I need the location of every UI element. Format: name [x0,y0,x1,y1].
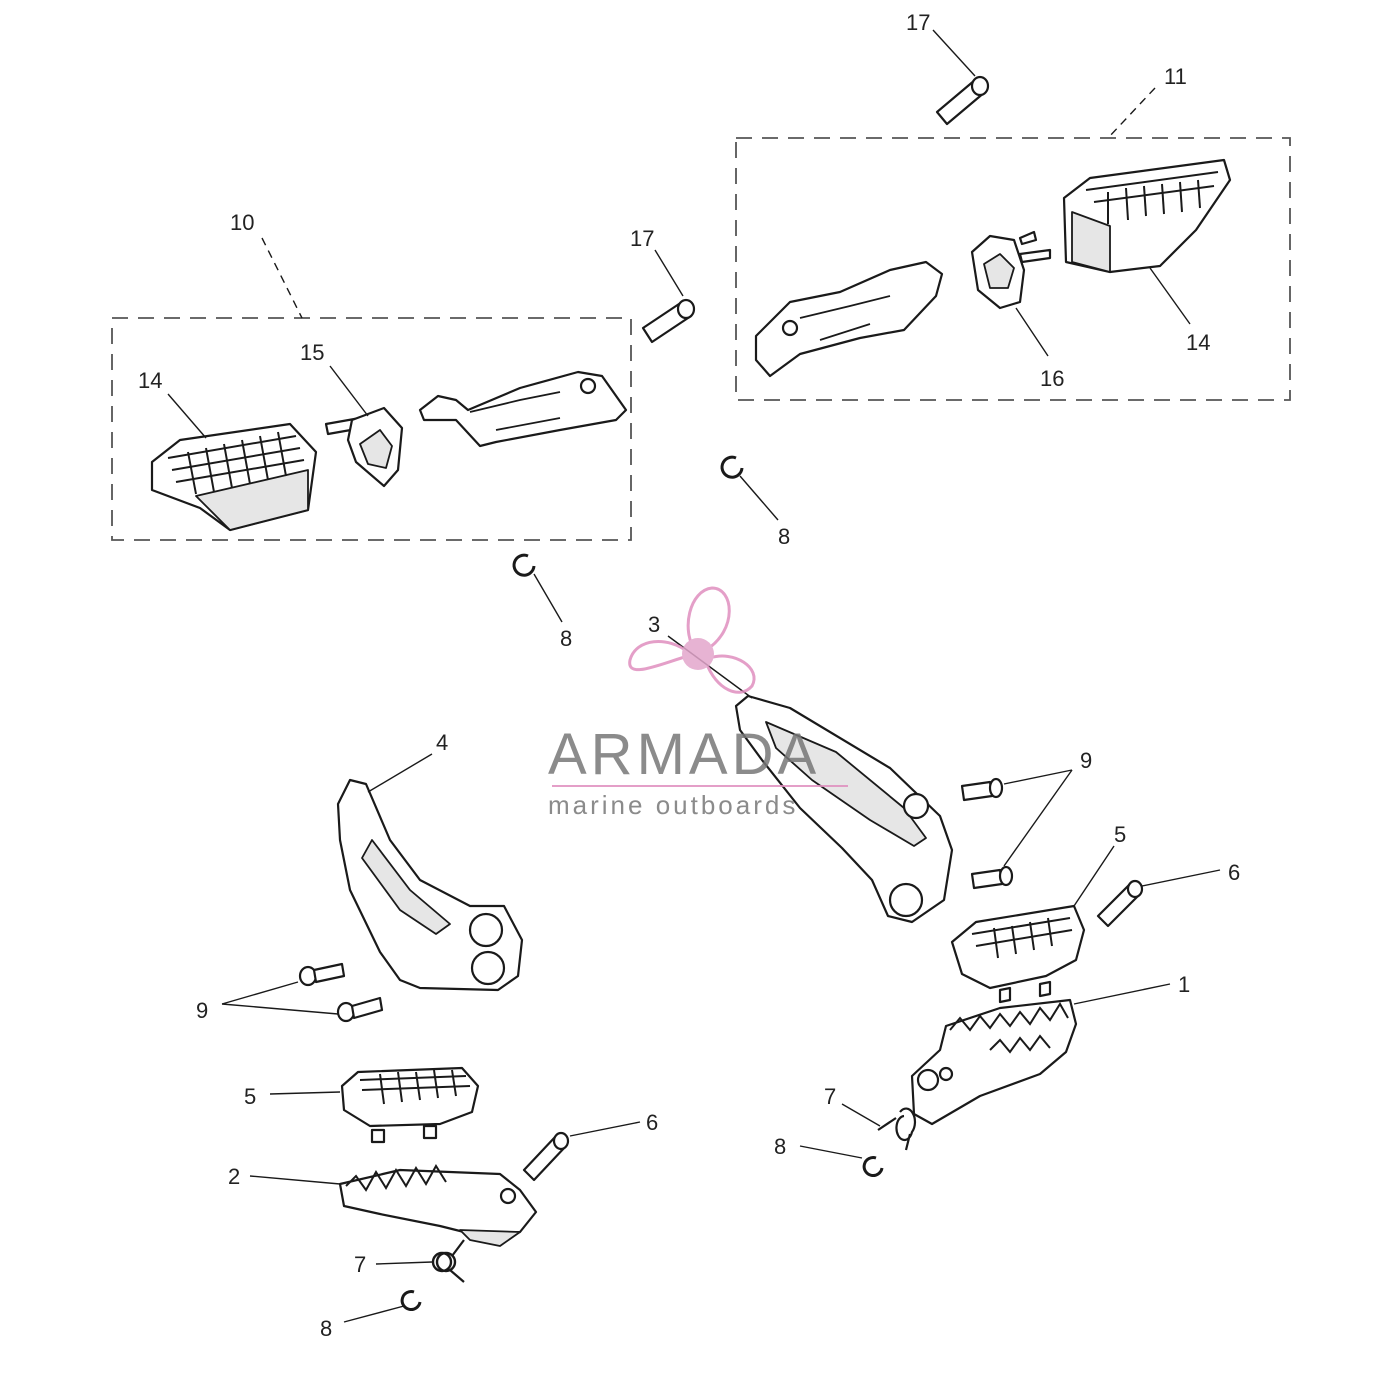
hanger-bracket-4 [336,753,524,992]
callout-5-left: 5 [244,1084,256,1109]
callout-8-middle: 8 [560,626,572,651]
propeller-logo-icon [628,586,756,694]
pin-6-right [1096,869,1221,928]
callout-17-middle: 17 [630,226,654,251]
footpeg-1 [910,983,1171,1126]
footpeg-2 [249,1164,538,1247]
callout-6-right: 6 [1228,860,1240,885]
watermark-brand: ARMADA [548,722,820,787]
callout-14-left: 14 [138,368,162,393]
spring-7-right [841,1103,917,1151]
footpeg-rubber-14-left [150,393,318,532]
adapter-16 [970,230,1052,357]
pin-6-left [522,1121,641,1182]
callout-14-right: 14 [1186,330,1210,355]
adapter-15 [324,365,404,488]
circlip-8-lower-right [799,1145,884,1178]
callout-11: 11 [1164,64,1187,89]
circlip-8-middle [512,553,563,623]
callout-8-lower-left: 8 [320,1316,332,1341]
pin-17-middle [641,249,696,344]
callout-2: 2 [228,1164,240,1189]
footpeg-rubber-14-right [1062,158,1232,325]
pin-17-top [932,29,990,126]
hanger-bracket-3 [667,635,954,924]
callout-8-upper: 8 [778,524,790,549]
callout-16: 16 [1040,366,1064,391]
kit-group-10 [111,237,632,541]
callout-9-right: 9 [1080,748,1092,773]
callout-8-lower-right: 8 [774,1134,786,1159]
callout-3: 3 [648,612,660,637]
circlip-8-lower-left [343,1290,422,1323]
callout-1: 1 [1178,972,1190,997]
callout-10: 10 [230,210,254,235]
callout-7-right: 7 [824,1084,836,1109]
footpeg-pad-5-right [950,845,1115,1004]
peg-arm-right-kit [754,260,944,378]
kit-group-11 [735,87,1291,401]
peg-arm-left-kit [418,370,628,448]
watermark-tagline: marine outboards [548,790,798,820]
callout-17-top: 17 [906,10,930,35]
footpeg-pad-5-left [269,1066,480,1144]
callout-6-left: 6 [646,1110,658,1135]
callout-5-right: 5 [1114,822,1126,847]
circlip-8-upper [720,455,779,521]
callout-labels: 17 11 10 17 14 15 16 14 8 8 3 4 9 5 6 1 … [138,10,1240,1341]
armada-watermark: ARMADA marine outboards [548,586,848,820]
bolts-9-right [960,769,1073,890]
bolts-9-left [221,962,384,1023]
callout-15: 15 [300,340,324,365]
callout-9-left: 9 [196,998,208,1023]
spring-7-left [375,1239,465,1283]
callout-7-left: 7 [354,1252,366,1277]
callout-4: 4 [436,730,448,755]
